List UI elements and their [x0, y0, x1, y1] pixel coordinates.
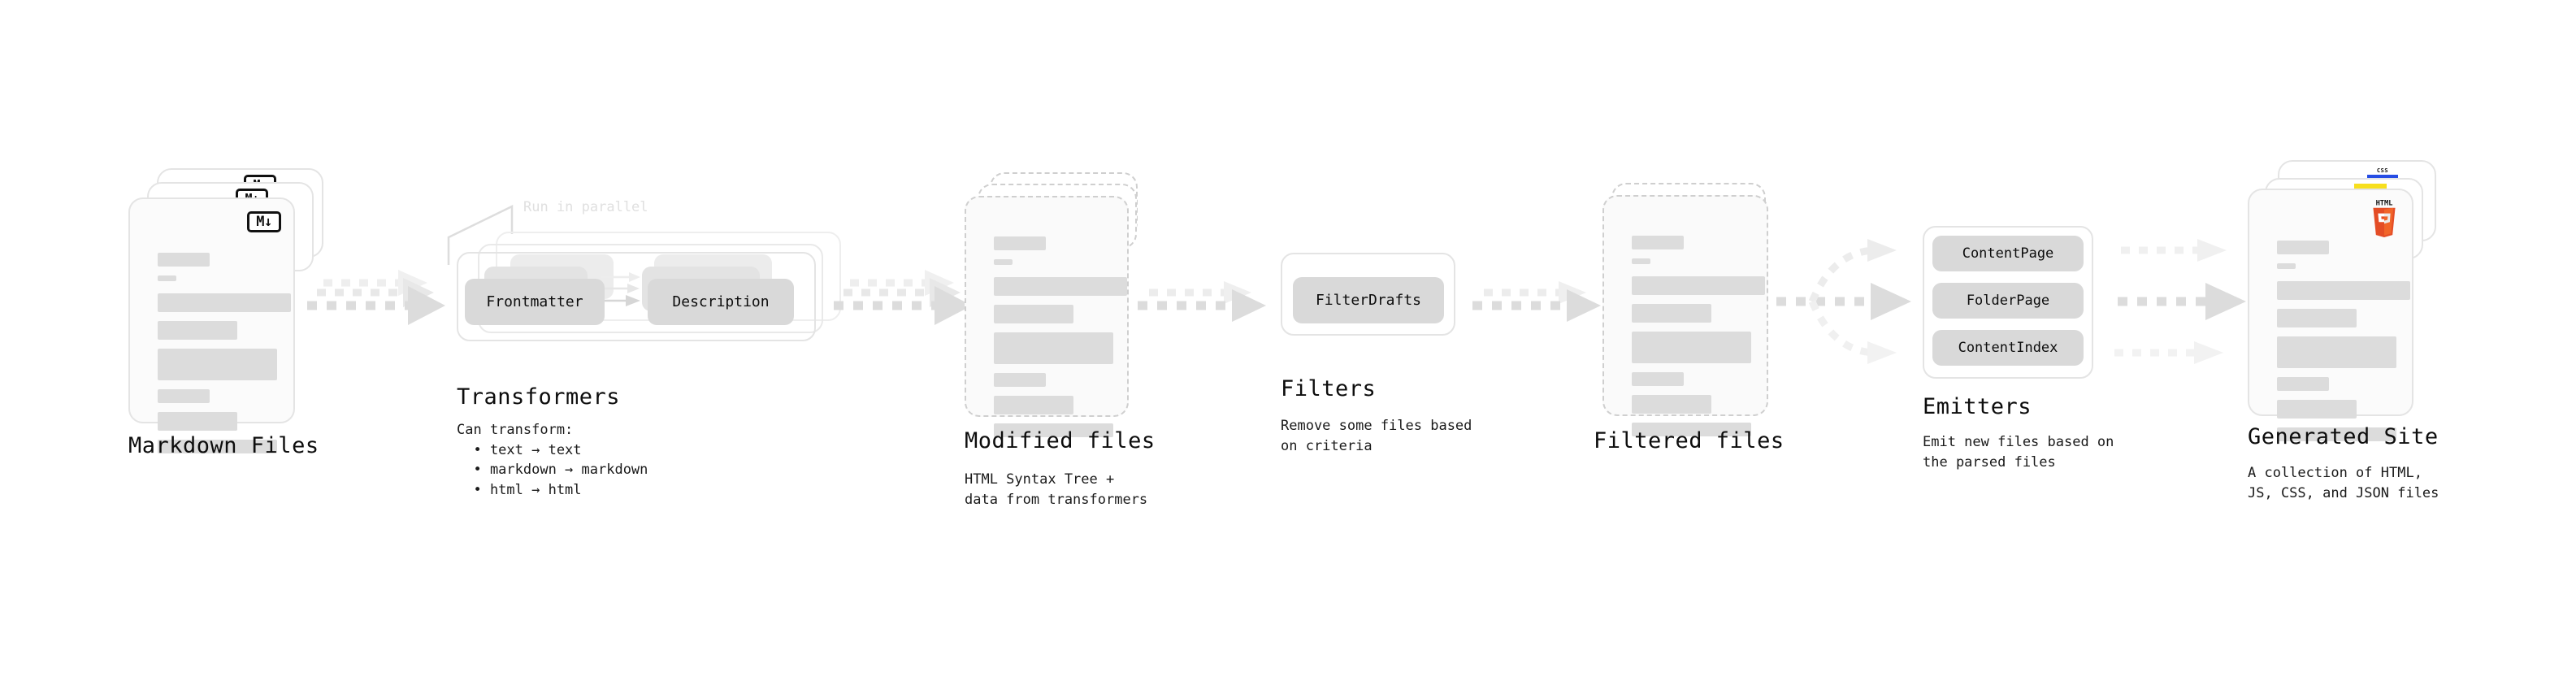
transformer-pill-description[interactable]: Description [648, 279, 794, 325]
generated-site-subcaption: A collection of HTML, JS, CSS, and JSON … [2248, 465, 2439, 501]
html5-badge: HTML [2373, 200, 2396, 237]
skeleton-bars [2277, 241, 2410, 450]
emitters-pill-contentindex[interactable]: ContentIndex [1932, 330, 2084, 366]
filters-subcaption: Remove some files based on criteria [1281, 418, 1472, 454]
modified-files-subcaption: HTML Syntax Tree + data from transformer… [965, 471, 1148, 508]
filters-pill-filterdrafts[interactable]: FilterDrafts [1293, 277, 1444, 323]
emitters-pill-contentpage[interactable]: ContentPage [1932, 236, 2084, 271]
emitters-subcaption: Emit new files based on the parsed files [1923, 434, 2114, 471]
markdown-file-front: M↓ [128, 197, 295, 453]
modified-files-caption: Modified files [965, 428, 1156, 453]
connector-transformers-to-modified [834, 270, 972, 325]
filtered-file-front [1602, 195, 1768, 436]
css-badge-label: CSS [2376, 167, 2389, 174]
run-in-parallel-bracket [447, 205, 514, 265]
css-badge: CSS [2367, 165, 2398, 178]
css-badge-bar [2367, 175, 2398, 178]
emitters-caption: Emitters [1923, 394, 2032, 419]
transformer-pill-frontmatter[interactable]: Frontmatter [465, 279, 605, 325]
connector-filters-to-filtered [1472, 281, 1601, 322]
skeleton-bars [994, 236, 1127, 446]
skeleton-bars [1632, 236, 1765, 445]
markdown-files-caption: Markdown Files [128, 433, 319, 458]
modified-file-front [965, 196, 1129, 437]
skeleton-bars [158, 253, 291, 462]
generated-site-caption: Generated Site [2248, 424, 2439, 449]
emitters-pill-folderpage[interactable]: FolderPage [1932, 283, 2084, 319]
generated-file-html: HTML [2248, 189, 2413, 441]
connector-filtered-to-emitters [1776, 239, 1911, 364]
connector-modified-to-filters [1138, 281, 1266, 322]
transformers-caption: Transformers [457, 384, 621, 410]
filtered-files-caption: Filtered files [1594, 428, 1785, 453]
svg-text:HTML: HTML [2376, 200, 2393, 208]
run-in-parallel-label: Run in parallel [523, 199, 648, 215]
filters-caption: Filters [1281, 376, 1377, 401]
transformers-subcaption: Can transform: • text → text • markdown … [457, 422, 648, 498]
transformer-box-front [457, 252, 816, 341]
connector-emitters-to-site [2114, 239, 2246, 364]
markdown-badge: M↓ [247, 211, 281, 232]
connector-markdown-to-transformers [307, 270, 445, 325]
